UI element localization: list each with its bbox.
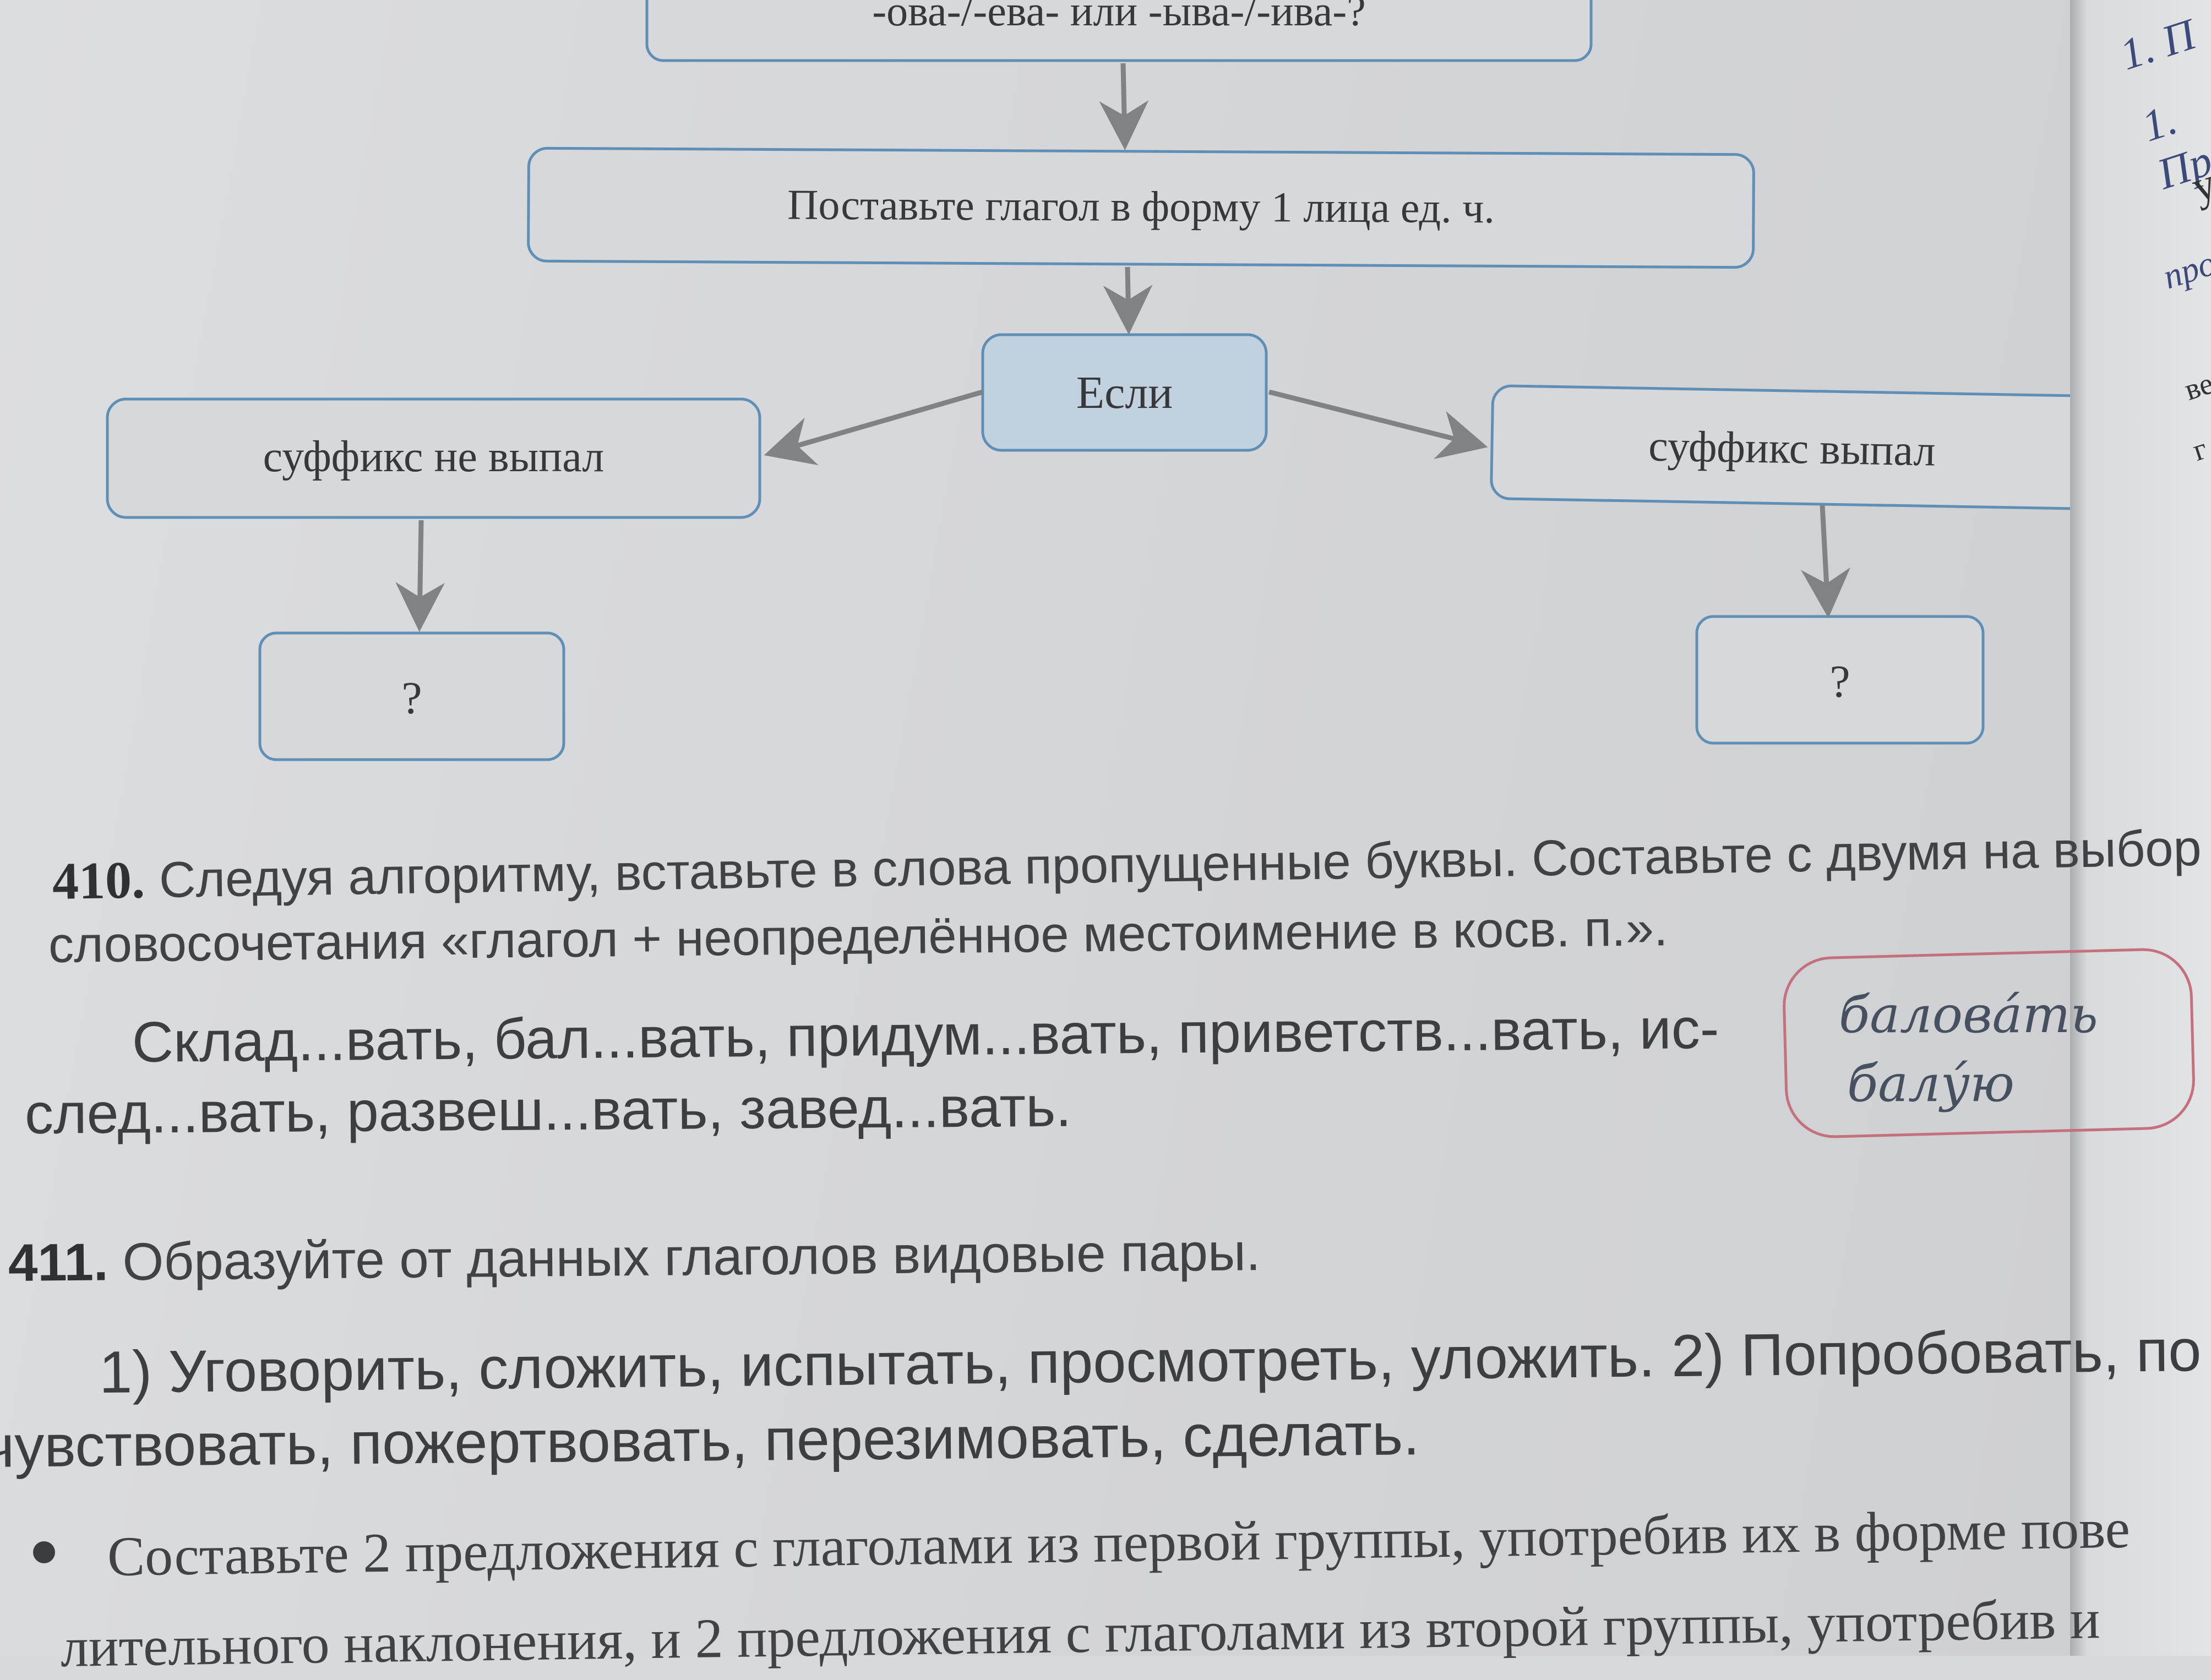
right-branch-label: суффикс выпал: [1648, 422, 1936, 476]
margin-fragment: г: [2188, 431, 2211, 468]
arrow-if-to-right: [1268, 389, 1488, 459]
margin-fragment: ве: [2180, 366, 2211, 407]
left-branch-box: [106, 397, 761, 519]
left-branch-label: суффикс не выпал: [263, 433, 605, 481]
exercise-410-words-line1: Склад...вать, бал...вать, придум...вать,…: [132, 996, 1719, 1074]
stress-note-line1: баловáть: [1839, 985, 2098, 1044]
arrow-if-to-left: [764, 389, 984, 466]
arrow-top-to-step: [1099, 63, 1149, 150]
margin-fragment: 1. П: [2114, 10, 2202, 80]
left-result-box: [258, 631, 565, 761]
arrow-left-to-result: [395, 520, 445, 632]
textbook-page: [0, 0, 2070, 1656]
next-page-edge: 1. П 1. Пр у про ве г: [2070, 0, 2211, 1656]
arrow-step-to-if: [1103, 266, 1153, 335]
bullet-point: [33, 1541, 55, 1563]
arrow-right-to-result: [1801, 505, 1851, 618]
if-box-label: Если: [1076, 367, 1173, 418]
step-box: [527, 146, 1755, 269]
exercise-411-words-line2: чувствовать, пожертвовать, перезимовать,…: [0, 1400, 1420, 1480]
step-box-label: Поставьте глагол в форму 1 лица ед. ч.: [787, 180, 1495, 232]
exercise-411-task-text: Образуйте от данных глаголов видовые пар…: [122, 1223, 1261, 1292]
left-result-label: ?: [401, 673, 422, 724]
flowchart-diagram: [106, 0, 2070, 761]
right-branch-box: [1490, 384, 2070, 510]
top-box-label: -ова-/-ева- или -ыва-/-ива-?: [872, 0, 1366, 35]
exercise-410-words-line2: след...вать, развеш...вать, завед...вать…: [24, 1074, 1072, 1146]
exercise-410-number: 410.: [52, 850, 145, 910]
margin-fragment: про: [2158, 243, 2211, 297]
exercise-411-number: 411.: [8, 1232, 109, 1292]
exercise-411-task-line: 411.Образуйте от данных глаголов видовые…: [8, 1222, 1261, 1294]
top-box: [645, 0, 1593, 62]
right-result-label: ?: [1829, 656, 1850, 707]
stress-note-line2: балу́ю: [1847, 1054, 2014, 1113]
